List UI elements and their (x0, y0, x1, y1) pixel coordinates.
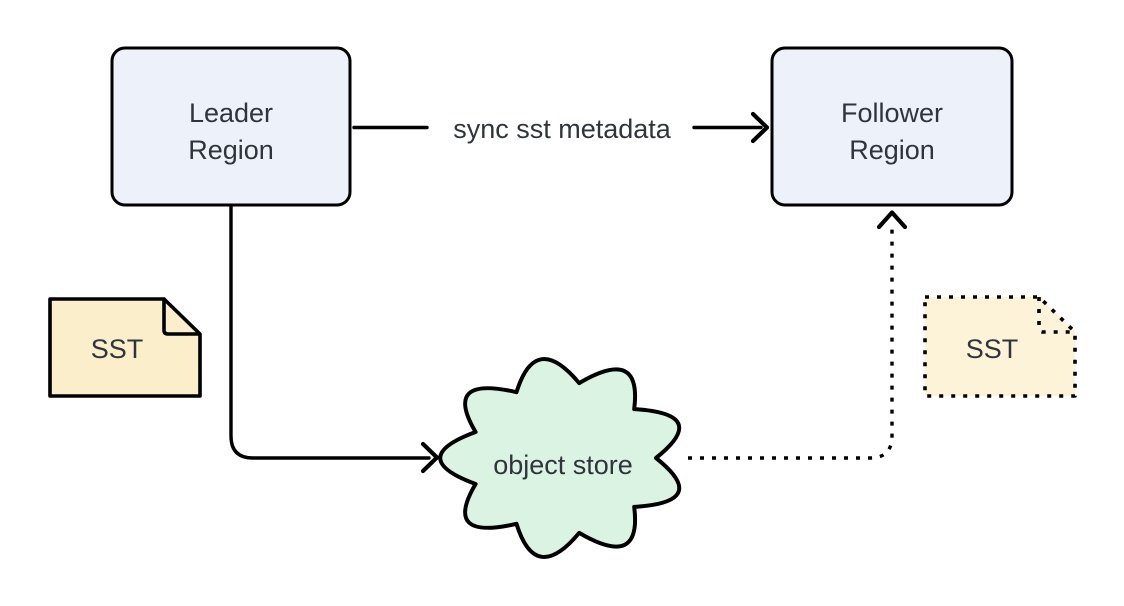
sst-source-fold-icon (162, 297, 201, 336)
fetch-sst-edge (688, 210, 908, 460)
follower-region-node (770, 46, 1014, 207)
object-store-label: object store (493, 450, 633, 480)
upload-sst-edge (229, 204, 440, 474)
upload-sst-arrowhead-icon (420, 441, 440, 474)
sync-edge-arrowhead-icon (750, 111, 770, 144)
upload-sst-edge-line (229, 204, 431, 460)
sync-metadata-edge: sync sst metadata (352, 111, 770, 144)
follower-region-label-line1: Follower (841, 98, 943, 128)
sst-replica-fold-icon (1037, 297, 1074, 334)
leader-region-label-line2: Region (188, 135, 274, 165)
fetch-sst-arrowhead-icon (876, 210, 908, 230)
object-store-node-group: object store (438, 357, 682, 559)
sst-replica-node-group: SST (923, 295, 1077, 398)
leader-region-label-line1: Leader (189, 98, 273, 128)
object-store-node (438, 357, 682, 559)
fetch-sst-edge-line (688, 224, 894, 460)
sst-replica-label: SST (966, 334, 1019, 364)
leader-region-node-group: Leader Region (110, 46, 352, 207)
sst-source-node-group: SST (48, 297, 202, 398)
follower-region-label-line2: Region (849, 135, 935, 165)
sync-edge-label: sync sst metadata (453, 114, 672, 144)
sst-source-label: SST (91, 334, 144, 364)
follower-region-node-group: Follower Region (770, 46, 1014, 207)
